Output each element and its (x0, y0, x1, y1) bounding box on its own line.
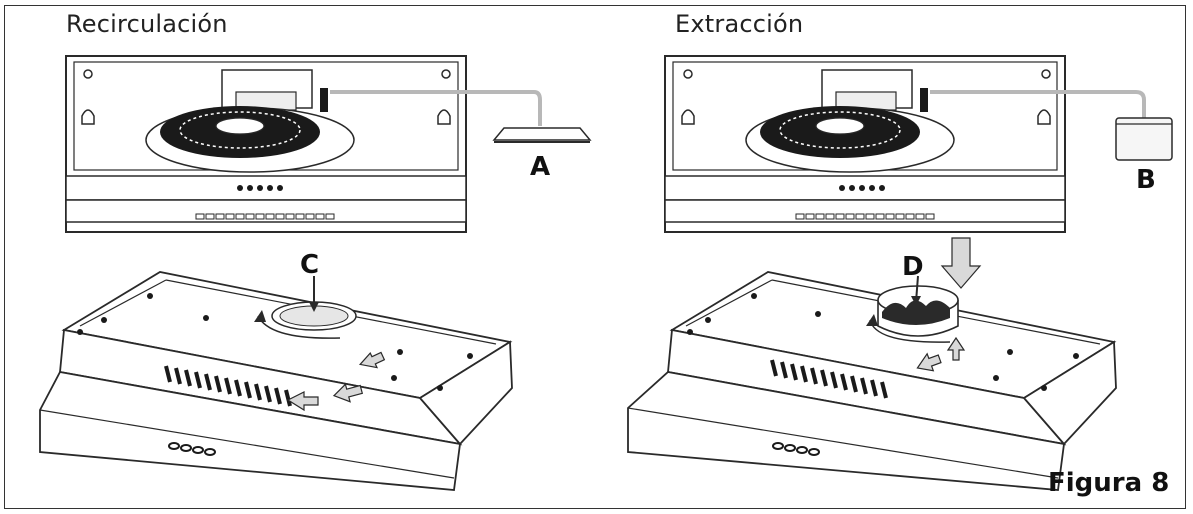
label-c: C (300, 250, 320, 280)
figure-frame (4, 5, 1186, 509)
label-b: B (1136, 165, 1156, 195)
right-hood-iso-view (627, 271, 1117, 491)
left-hood-details (77, 276, 473, 456)
right-hood-front-view (664, 55, 1173, 233)
left-hood-iso-view (39, 271, 513, 491)
heading-recirculation: Recirculación (66, 10, 228, 38)
label-a: A (530, 152, 551, 182)
label-d: D (902, 252, 924, 282)
heading-extraction: Extracción (675, 10, 804, 38)
right-hood-details (687, 237, 1079, 456)
left-hood-front-view (65, 55, 592, 233)
figure-label: Figura 8 (1048, 468, 1170, 498)
